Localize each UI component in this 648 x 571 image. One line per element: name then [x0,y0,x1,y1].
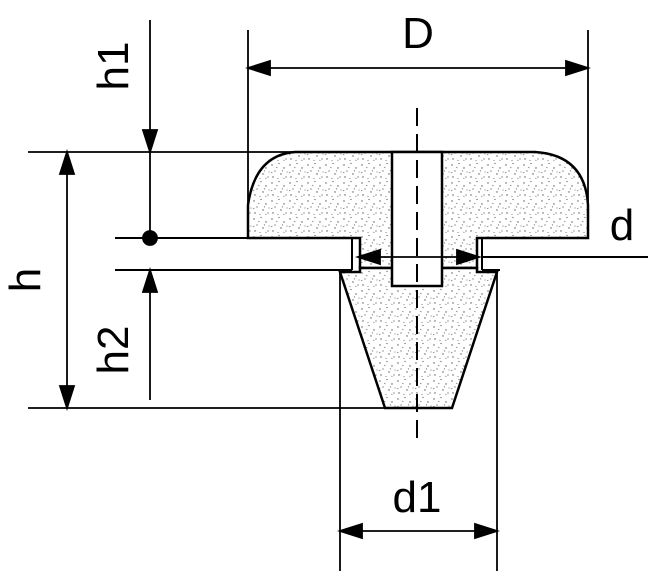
extension-lines [28,30,589,571]
stem-section [338,266,499,410]
label-d1: d1 [393,473,442,522]
dimension-h1 [141,20,159,246]
dimension-d [355,248,482,266]
label-h: h [1,268,50,292]
bumper-part [246,108,590,440]
dimension-h2 [141,267,159,400]
dimension-d1 [337,522,500,540]
label-D: D [402,9,434,58]
label-d: d [610,201,634,250]
label-h2: h2 [89,326,138,375]
panel-lines [115,237,648,271]
dimension-h [58,149,76,411]
dimension-D [245,59,591,77]
label-h1: h1 [89,42,138,91]
